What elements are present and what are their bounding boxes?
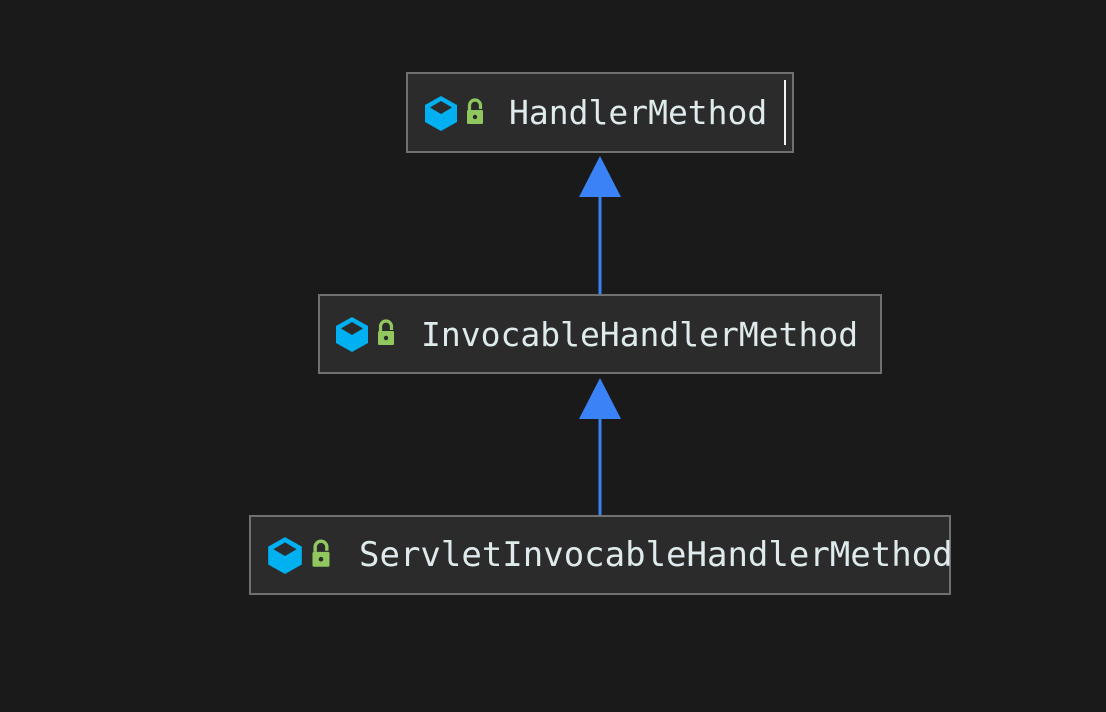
- node-icon-group: [265, 535, 335, 575]
- class-node-handler-method[interactable]: HandlerMethod: [406, 72, 794, 153]
- class-node-label: HandlerMethod: [509, 93, 768, 132]
- unlocked-padlock-icon: [307, 538, 335, 572]
- unlocked-padlock-icon: [373, 318, 399, 350]
- node-icon-group: [422, 94, 488, 132]
- unlocked-padlock-icon: [462, 97, 488, 129]
- focus-caret: [784, 80, 786, 145]
- inheritance-arrow-upper[interactable]: [576, 153, 624, 295]
- class-node-label: ServletInvocableHandlerMethod: [359, 535, 953, 575]
- class-node-servlet-invocable-handler-method[interactable]: ServletInvocableHandlerMethod: [249, 515, 953, 595]
- inheritance-arrow-lower[interactable]: [576, 375, 624, 516]
- class-node-label: InvocableHandlerMethod: [421, 314, 859, 354]
- class-cube-icon: [333, 315, 371, 353]
- class-node-invocable-handler-method[interactable]: InvocableHandlerMethod: [318, 294, 882, 374]
- class-cube-icon: [422, 94, 460, 132]
- node-icon-group: [333, 315, 399, 353]
- class-cube-icon: [265, 535, 305, 575]
